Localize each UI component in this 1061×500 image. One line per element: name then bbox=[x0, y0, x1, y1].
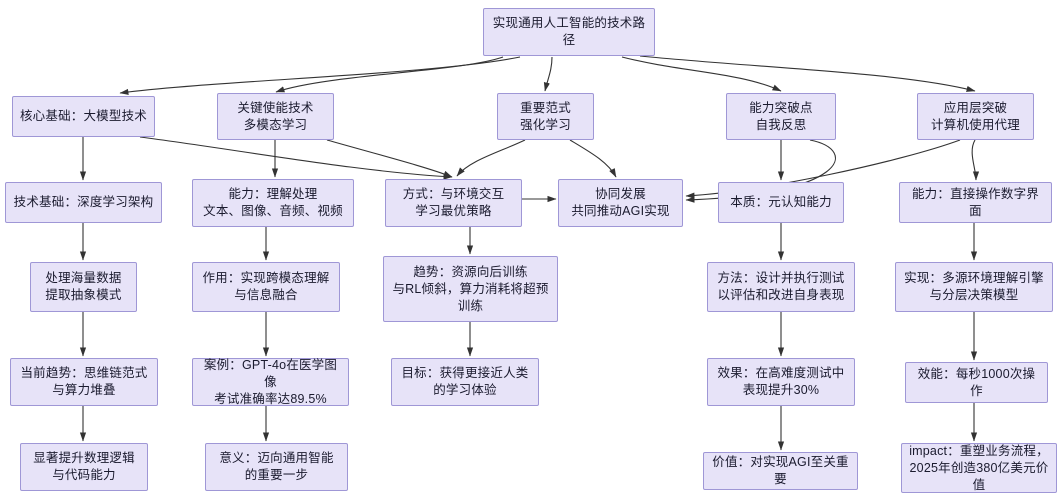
node-testmeth[interactable]: 方法：设计并执行测试 以评估和改进自身表现 bbox=[707, 262, 855, 312]
node-label-multisrc: 实现：多源环境理解引擎 与分层决策模型 bbox=[904, 271, 1044, 302]
node-label-cot: 当前趋势：思维链范式 与算力堆叠 bbox=[20, 366, 148, 397]
node-synergy[interactable]: 协同发展 共同推动AGI实现 bbox=[558, 179, 683, 227]
node-bigdata[interactable]: 处理海量数据 提取抽象模式 bbox=[30, 262, 137, 312]
node-label-logic: 显著提升数理逻辑 与代码能力 bbox=[33, 451, 135, 482]
node-meaning[interactable]: 意义：迈向通用智能 的重要一步 bbox=[205, 443, 348, 491]
edge-paradigm-to-synergy bbox=[569, 139, 617, 178]
node-logic[interactable]: 显著提升数理逻辑 与代码能力 bbox=[20, 443, 148, 491]
node-label-trend: 趋势：资源向后训练 与RL倾斜，算力消耗将超预 训练 bbox=[392, 264, 549, 313]
node-label-effect: 效果：在高难度测试中 表现提升30% bbox=[717, 366, 845, 397]
node-label-techbase: 技术基础：深度学习架构 bbox=[13, 195, 154, 209]
node-opability[interactable]: 能力：直接操作数字界面 bbox=[899, 182, 1052, 223]
node-label-opability: 能力：直接操作数字界面 bbox=[911, 186, 1039, 218]
node-label-enable: 关键使能技术 多模态学习 bbox=[237, 100, 314, 132]
node-label-ability: 能力：理解处理 文本、图像、音频、视频 bbox=[203, 187, 343, 218]
node-paradigm[interactable]: 重要范式 强化学习 bbox=[497, 93, 594, 140]
edge-applayer-to-opability bbox=[971, 139, 980, 181]
node-label-perf: 效能：每秒1000次操作 bbox=[917, 366, 1036, 398]
node-value[interactable]: 价值：对实现AGI至关重要 bbox=[703, 452, 858, 490]
node-root[interactable]: 实现通用人工智能的技术路 径 bbox=[483, 8, 655, 56]
node-label-testmeth: 方法：设计并执行测试 以评估和改进自身表现 bbox=[717, 271, 845, 302]
node-enable[interactable]: 关键使能技术 多模态学习 bbox=[217, 93, 334, 140]
edge-root-to-breakout bbox=[621, 56, 782, 92]
node-label-breakout: 能力突破点 自我反思 bbox=[749, 100, 813, 132]
node-breakout[interactable]: 能力突破点 自我反思 bbox=[726, 93, 836, 140]
node-multisrc[interactable]: 实现：多源环境理解引擎 与分层决策模型 bbox=[895, 262, 1053, 312]
edge-root-to-applayer bbox=[639, 55, 976, 92]
node-impact[interactable]: impact：重塑业务流程， 2025年创造380亿美元价值 bbox=[901, 443, 1057, 493]
edge-enable-to-method bbox=[326, 139, 453, 178]
node-effect[interactable]: 效果：在高难度测试中 表现提升30% bbox=[707, 358, 855, 406]
edge-core-to-method bbox=[139, 136, 453, 180]
node-method[interactable]: 方式：与环境交互 学习最优策略 bbox=[385, 179, 522, 227]
node-core[interactable]: 核心基础：大模型技术 bbox=[12, 96, 155, 137]
node-gpt4o[interactable]: 案例：GPT-4o在医学图像 考试准确率达89.5% bbox=[192, 358, 349, 406]
node-label-value: 价值：对实现AGI至关重要 bbox=[712, 455, 849, 486]
edge-root-to-paradigm bbox=[543, 56, 553, 92]
node-label-impact: impact：重塑业务流程， 2025年创造380亿美元价值 bbox=[909, 443, 1049, 492]
node-techbase[interactable]: 技术基础：深度学习架构 bbox=[5, 182, 162, 223]
node-label-method: 方式：与环境交互 学习最优策略 bbox=[402, 187, 505, 218]
node-label-essence: 本质：元认知能力 bbox=[730, 195, 832, 209]
node-label-bigdata: 处理海量数据 提取抽象模式 bbox=[45, 271, 122, 302]
node-crossmod[interactable]: 作用：实现跨模态理解 与信息融合 bbox=[192, 262, 340, 312]
node-label-paradigm: 重要范式 强化学习 bbox=[520, 100, 571, 132]
node-trend[interactable]: 趋势：资源向后训练 与RL倾斜，算力消耗将超预 训练 bbox=[383, 256, 558, 322]
node-label-meaning: 意义：迈向通用智能 的重要一步 bbox=[219, 451, 334, 482]
node-label-core: 核心基础：大模型技术 bbox=[19, 109, 147, 123]
node-essence[interactable]: 本质：元认知能力 bbox=[718, 182, 844, 223]
node-goal[interactable]: 目标：获得更接近人类 的学习体验 bbox=[391, 358, 539, 406]
node-label-synergy: 协同发展 共同推动AGI实现 bbox=[571, 187, 670, 218]
node-label-crossmod: 作用：实现跨模态理解 与信息融合 bbox=[202, 271, 330, 302]
node-label-goal: 目标：获得更接近人类 的学习体验 bbox=[401, 366, 529, 397]
node-perf[interactable]: 效能：每秒1000次操作 bbox=[905, 362, 1048, 403]
edge-paradigm-to-method bbox=[456, 139, 526, 177]
node-label-root: 实现通用人工智能的技术路 径 bbox=[492, 16, 646, 47]
node-label-applayer: 应用层突破 计算机使用代理 bbox=[931, 100, 1020, 132]
node-label-gpt4o: 案例：GPT-4o在医学图像 考试准确率达89.5% bbox=[203, 357, 338, 406]
edge-root-to-enable bbox=[275, 56, 504, 93]
edge-root-to-core bbox=[119, 56, 521, 95]
node-ability[interactable]: 能力：理解处理 文本、图像、音频、视频 bbox=[192, 179, 354, 227]
node-applayer[interactable]: 应用层突破 计算机使用代理 bbox=[917, 93, 1034, 140]
node-cot[interactable]: 当前趋势：思维链范式 与算力堆叠 bbox=[10, 358, 158, 406]
